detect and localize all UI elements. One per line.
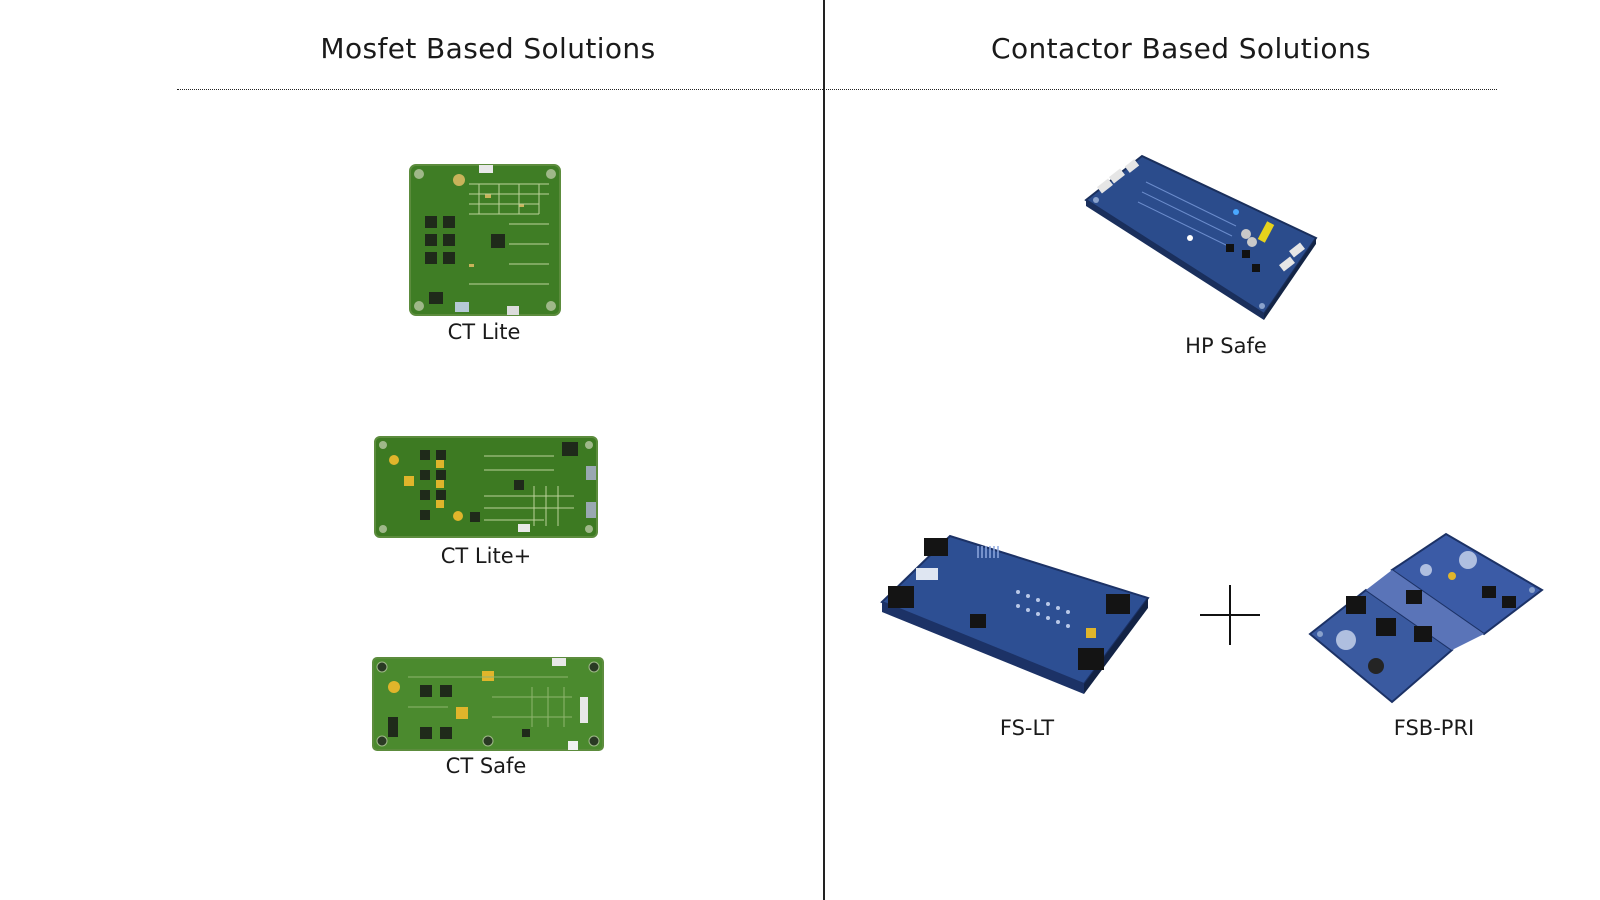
hp-safe-label: HP Safe [1185, 334, 1267, 358]
mosfet-section-title: Mosfet Based Solutions [320, 32, 656, 65]
ct-lite-plus-board-image [374, 436, 598, 538]
green-pcb-board-icon [409, 164, 561, 316]
green-pcb-board-icon [372, 657, 604, 751]
ct-lite-plus-label: CT Lite+ [440, 544, 532, 568]
column-divider [823, 0, 825, 900]
green-pcb-board-icon [374, 436, 598, 538]
contactor-section-title: Contactor Based Solutions [991, 32, 1371, 65]
blue-pcb-board-icon [880, 534, 1150, 694]
blue-pcb-module-icon [1308, 532, 1544, 704]
fs-lt-board-image [878, 532, 1152, 700]
ct-lite-board-image [409, 164, 561, 316]
header-dotted-rule [177, 89, 1497, 90]
ct-safe-board-image [372, 657, 604, 751]
ct-safe-label: CT Safe [445, 754, 527, 778]
plus-icon [1200, 585, 1260, 645]
ct-lite-label: CT Lite [447, 320, 521, 344]
hp-safe-board-image [1076, 152, 1326, 322]
fsb-pri-label: FSB-PRI [1393, 716, 1475, 740]
fsb-pri-module-image [1306, 530, 1546, 706]
fs-lt-label: FS-LT [999, 716, 1055, 740]
blue-pcb-board-icon [1084, 154, 1318, 320]
